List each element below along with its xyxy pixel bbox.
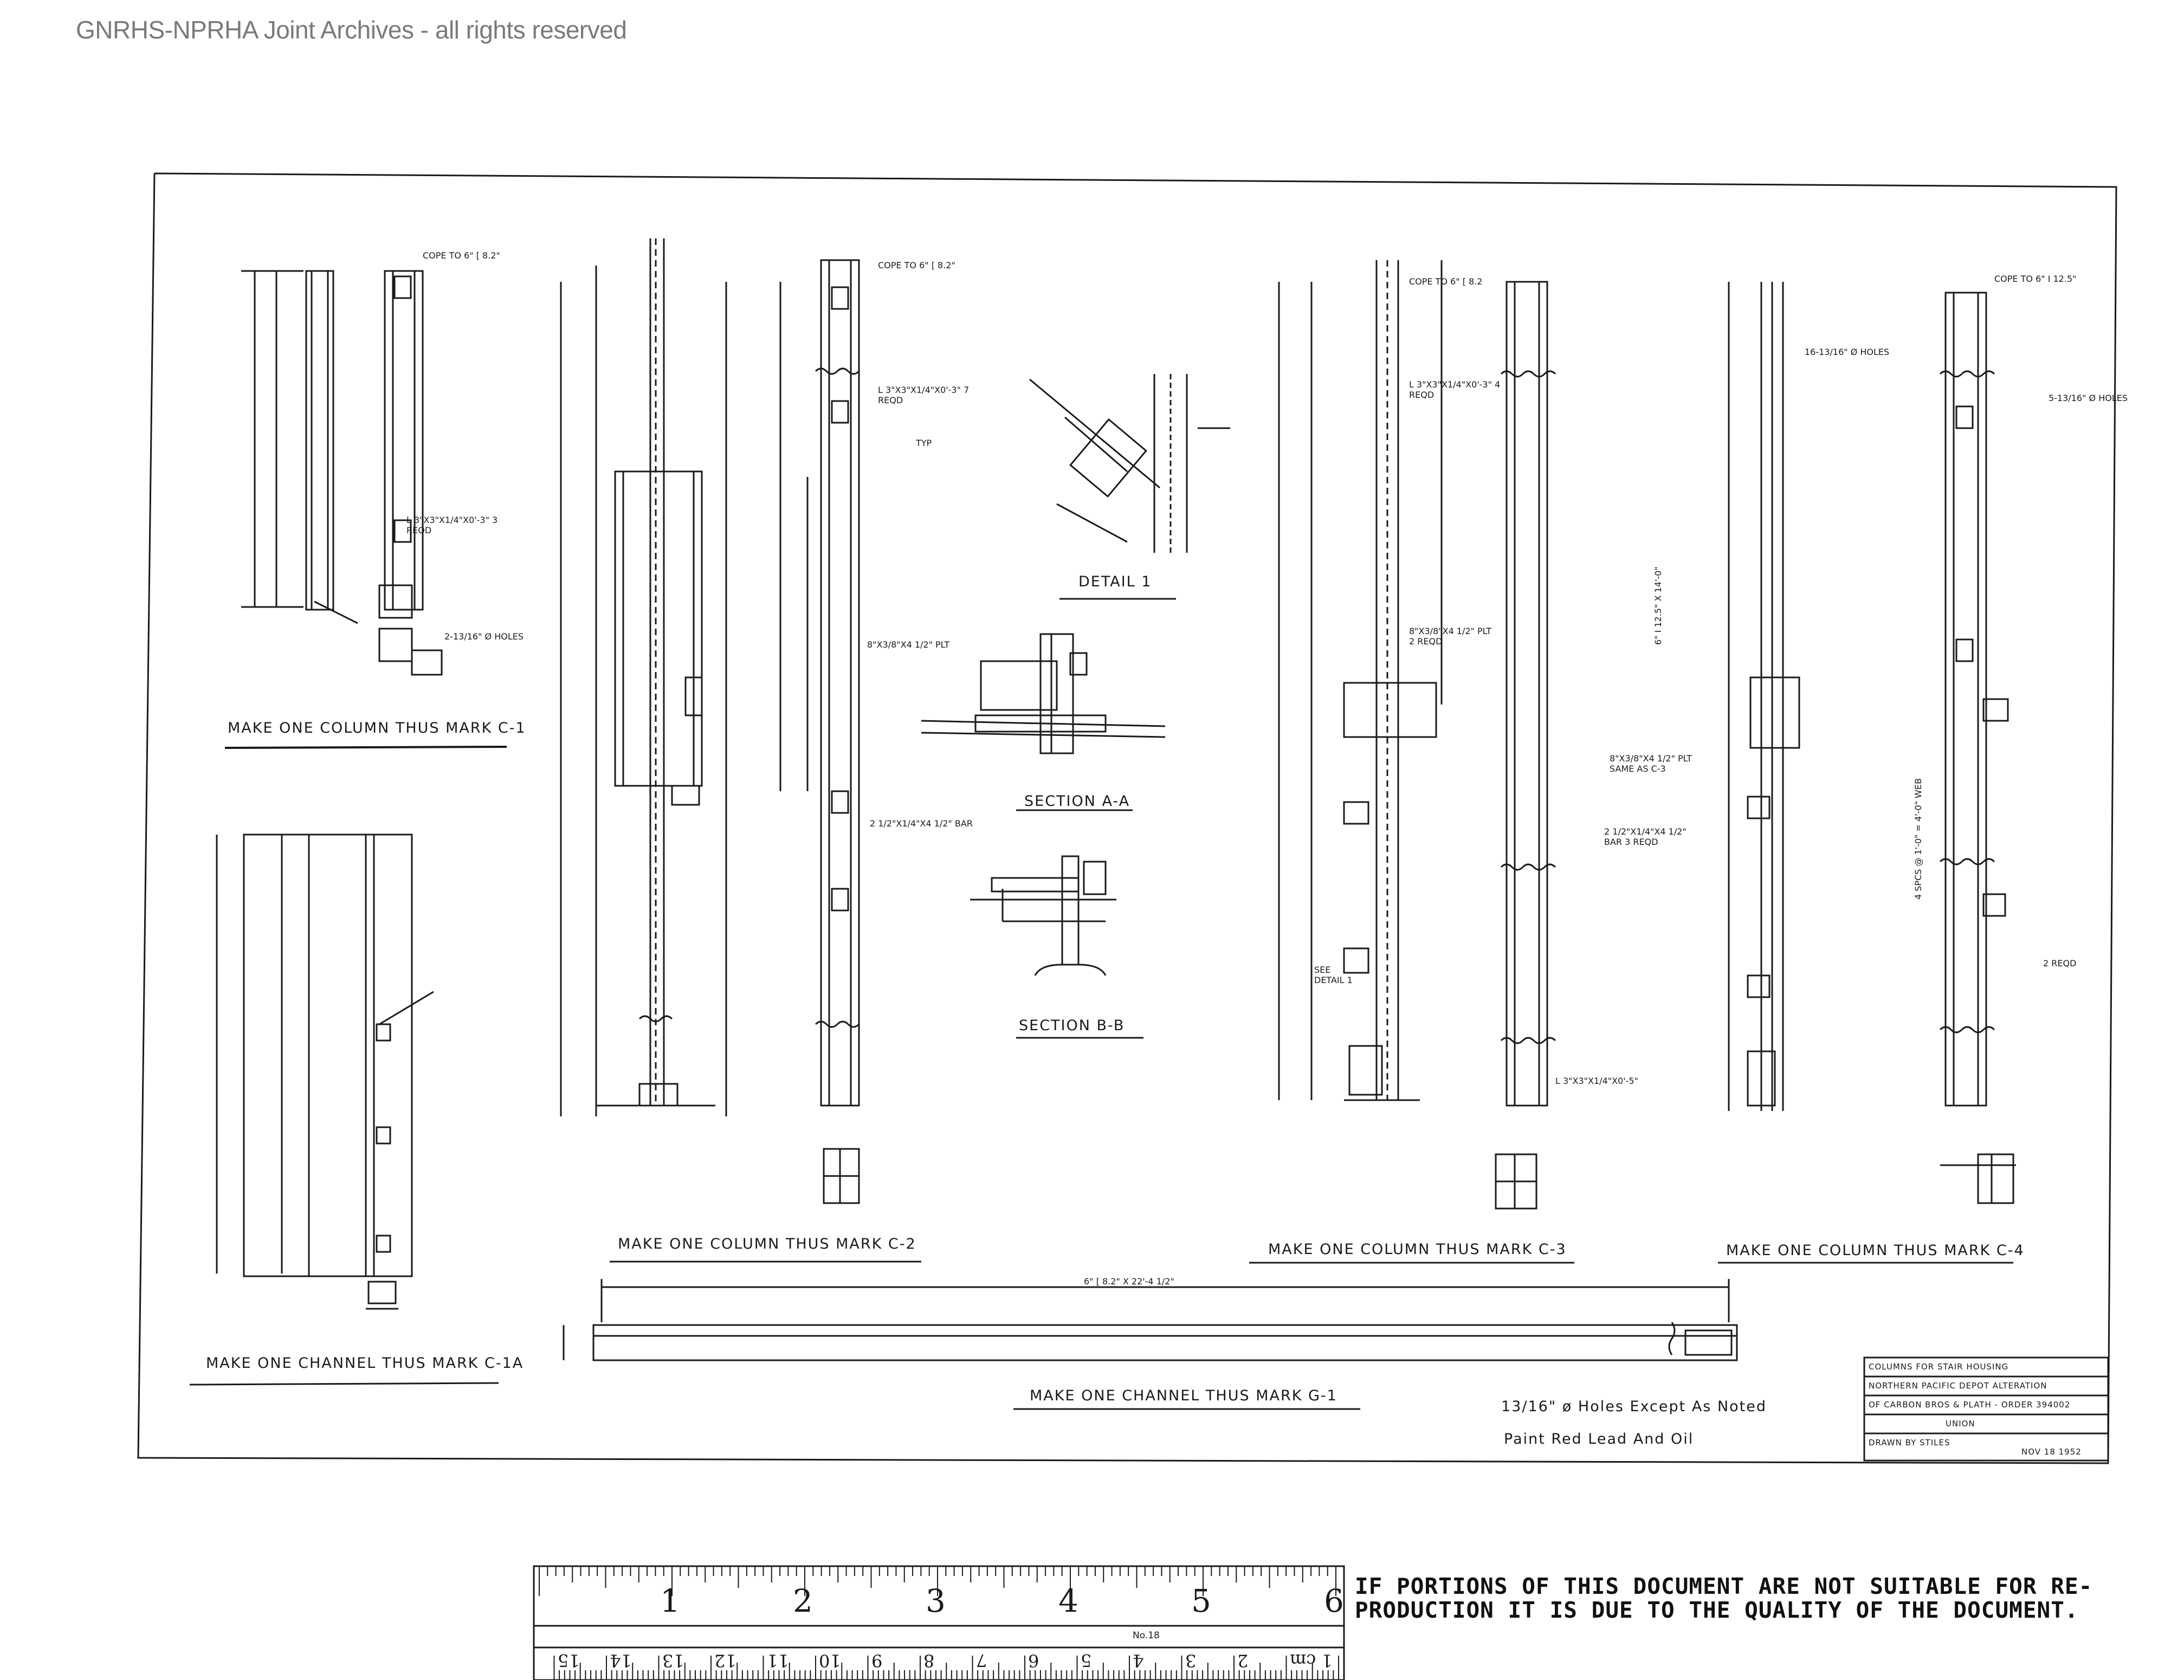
channel-g1 <box>563 1279 1738 1361</box>
ruler-inch-label: 3 <box>926 1582 946 1619</box>
title-block-line-4: Union <box>1946 1419 1975 1429</box>
ruler-inch-label: 4 <box>1058 1582 1078 1619</box>
title-block-line-6: Nov 18 1952 <box>2021 1447 2082 1457</box>
callout-holes-5: 5-13/16" ø HOLES <box>2049 393 2128 403</box>
ruler-cm-label: 7 <box>975 1650 987 1671</box>
caption-section-aa: Section A-A <box>1024 793 1130 810</box>
ruler-cm-label: 5 <box>1080 1650 1091 1671</box>
callout-cope-c2: COPE TO 6" [ 8.2" <box>878 260 955 270</box>
ruler-cm-label: 4 <box>1133 1650 1144 1671</box>
ruler-inch-label: 2 <box>793 1582 813 1619</box>
callout-angle-7reqd: L 3"x3"x1/4"x0'-3" 7 REQD <box>878 385 970 405</box>
callout-angle-4reqd: L 3"x3"x1/4"x0'-3" 4 REQD <box>1409 379 1501 400</box>
column-c3 <box>1278 260 1556 1210</box>
callout-typ: TYP <box>916 438 932 448</box>
ruler-cm-label: 13 <box>662 1650 684 1671</box>
ruler-cm-label: 8 <box>923 1650 935 1671</box>
title-block-line-5: Drawn by Stiles <box>1869 1438 1950 1448</box>
caption-c1a: Make One Channel Thus Mark C-1A <box>206 1355 524 1372</box>
ruler-cm-label: 10 <box>819 1650 841 1671</box>
disclaimer-line-2: PRODUCTION IT IS DUE TO THE QUALITY OF T… <box>1355 1597 2079 1623</box>
title-block-line-2: Northern Pacific Depot Alteration <box>1869 1381 2047 1391</box>
callout-plate: 8"x3/8"x4 1/2" PLT <box>867 639 950 650</box>
callout-cope-c4: COPE TO 6" I 12.5" <box>1994 274 2077 284</box>
reproduction-disclaimer: IF PORTIONS OF THIS DOCUMENT ARE NOT SUI… <box>1355 1574 2124 1622</box>
ruler-frame <box>533 1565 1345 1680</box>
disclaimer-line-1: IF PORTIONS OF THIS DOCUMENT ARE NOT SUI… <box>1355 1573 2093 1599</box>
caption-c2: Make One Column Thus Mark C-2 <box>618 1236 916 1252</box>
callout-plate-2reqd: 8"x3/8"x4 1/2" PLT 2 REQD <box>1409 626 1492 647</box>
caption-c4: Make One Column Thus Mark C-4 <box>1726 1242 2025 1259</box>
callout-angle-3reqd: L 3"x3"x1/4"x0'-3" 3 REQD <box>406 515 498 535</box>
column-c1 <box>241 270 443 676</box>
ruler-inch-label: 6 <box>1324 1582 1344 1619</box>
column-c4 <box>1728 282 2016 1204</box>
ruler-inch-label: 1 <box>660 1582 680 1619</box>
callout-bar-3reqd: 2 1/2"x1/4"x4 1/2" BAR 3 REQD <box>1604 826 1687 847</box>
callout-holes-16: 16-13/16" ø HOLES <box>1805 347 1890 357</box>
callout-same-as: 8"x3/8"x4 1/2" PLT SAME AS C-3 <box>1610 753 1692 774</box>
archive-watermark: GNRHS-NPRHA Joint Archives - all rights … <box>76 16 627 44</box>
callout-regd: 2 REQD <box>2043 958 2077 968</box>
section-aa-drawing <box>921 633 1166 754</box>
callout-beam-length: 6" I 12.5" x 14'-0" <box>1653 566 1663 645</box>
caption-c1: Make One Column Thus Mark C-1 <box>228 720 526 736</box>
note-paint: Paint Red Lead And Oil <box>1504 1431 1694 1448</box>
ruler-cm-label: 6 <box>1028 1650 1039 1671</box>
title-block-frame <box>1863 1356 2109 1462</box>
title-block-line-3: of Carbon Bros & Plath - Order 394002 <box>1869 1400 2071 1410</box>
callout-cope-c1: COPE TO 6" [ 8.2" <box>423 250 500 261</box>
c1-underline <box>224 746 507 749</box>
caption-section-bb: Section B-B <box>1019 1017 1125 1034</box>
callout-see-detail: SEE DETAIL 1 <box>1314 965 1353 985</box>
callout-web: 4 SPCS @ 1'-0" = 4'-0" WEB <box>1913 778 1923 900</box>
column-c2 <box>560 238 860 1204</box>
ruler-cm-label: 9 <box>871 1650 882 1671</box>
channel-c1a <box>216 833 434 1310</box>
caption-g1: Make One Channel Thus Mark G-1 <box>1030 1387 1337 1404</box>
detail-1-drawing <box>1029 374 1230 553</box>
ruler-cm-label: 3 <box>1185 1650 1196 1671</box>
callout-angle-last: L 3"x3"x1/4"x0'-5" <box>1555 1076 1638 1086</box>
callout-channel-length: 6" [ 8.2" x 22'-4 1/2" <box>1084 1276 1174 1287</box>
ruler-maker: No.18 <box>1133 1630 1160 1641</box>
ruler-cm-label: 14 <box>610 1650 632 1671</box>
callout-cope-c3: COPE TO 6" [ 8.2 <box>1409 276 1483 287</box>
ruler-cm-label: 15 <box>557 1650 580 1671</box>
ruler-cm-label: 12 <box>714 1650 736 1671</box>
note-holes: 13/16" ø Holes Except As Noted <box>1501 1398 1767 1415</box>
ruler-inch-label: 5 <box>1191 1582 1211 1619</box>
callout-holes-2: 2-13/16" ø HOLES <box>444 631 524 642</box>
title-block-line-1: Columns For Stair Housing <box>1869 1362 2009 1372</box>
c1a-underline <box>189 1382 499 1386</box>
caption-c3: Make One Column Thus Mark C-3 <box>1268 1241 1567 1258</box>
ruler-cm-label: 1 cm <box>1289 1650 1333 1671</box>
ruler-cm-label: 11 <box>766 1650 789 1671</box>
caption-detail-1: Detail 1 <box>1078 573 1152 590</box>
sheet-border <box>137 172 2117 1464</box>
section-bb-drawing <box>970 855 1116 976</box>
ruler-cm-label: 2 <box>1237 1650 1249 1671</box>
ruler-ticks <box>539 1566 1339 1680</box>
callout-bar: 2 1/2"x1/4"x4 1/2" BAR <box>870 818 973 829</box>
